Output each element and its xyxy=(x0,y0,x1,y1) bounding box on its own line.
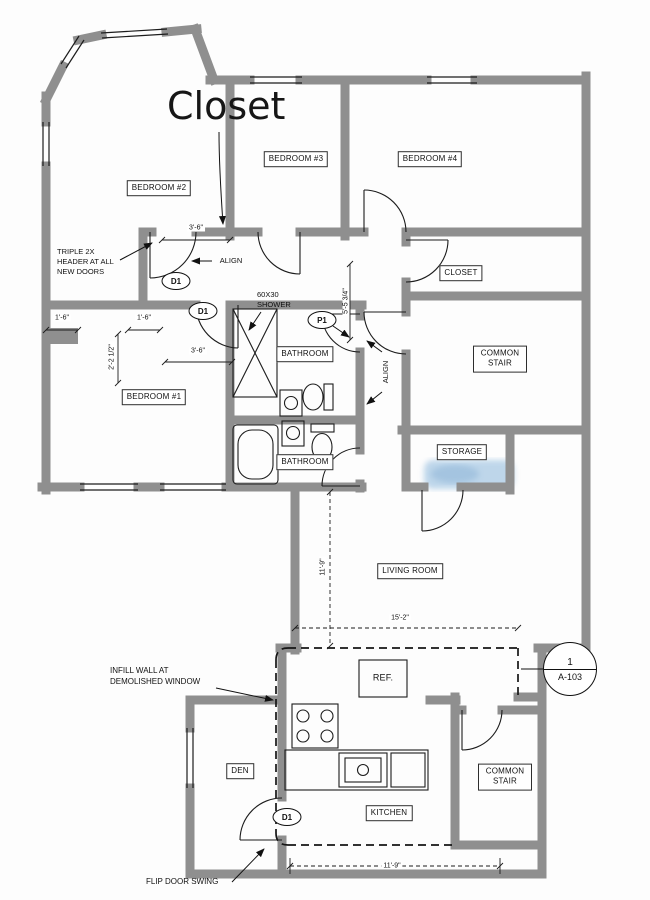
dimension-wall-left: 2'-2 1/2" xyxy=(108,342,116,372)
plumbing-tag-p1: P1 xyxy=(307,311,337,329)
kitchen-sink-fixture xyxy=(338,752,388,788)
dimension-lines xyxy=(42,236,522,874)
door-common-stair-upper xyxy=(363,311,407,355)
room-label-living-room: LIVING ROOM xyxy=(377,563,443,579)
room-label-closet: CLOSET xyxy=(439,265,483,281)
highlighter-smudge xyxy=(424,460,514,489)
room-label-storage: STORAGE xyxy=(436,444,488,460)
detail-callout: 1 A-103 xyxy=(543,642,597,696)
door-tag-d1-bedroom2: D1 xyxy=(161,272,191,290)
dimension-jamb-mid: 1'-6" xyxy=(135,314,153,322)
dimension-corridor: 5'-5 3/4" xyxy=(342,286,350,316)
windows-layer xyxy=(42,28,477,788)
room-label-common-stair-upper: COMMON STAIR xyxy=(473,345,527,373)
room-label-bathroom-lower: BATHROOM xyxy=(276,454,334,470)
room-label-bedroom1: BEDROOM #1 xyxy=(121,389,187,405)
closet-annotation: Closet xyxy=(167,84,286,128)
room-label-den: DEN xyxy=(226,763,254,779)
refrigerator-outline xyxy=(358,659,408,698)
toilet-upper-fixture xyxy=(302,383,334,411)
kitchen-counter xyxy=(284,749,429,791)
shower-fixture xyxy=(232,308,278,398)
callout-divider xyxy=(544,668,596,670)
fixtures-layer xyxy=(232,308,429,791)
dimension-living-depth: 11'-9" xyxy=(319,556,327,578)
door-tag-d1-bedroom1: D1 xyxy=(188,302,218,320)
room-label-bathroom-upper: BATHROOM xyxy=(276,346,334,362)
walls-layer xyxy=(37,23,591,879)
dishwasher-fixture xyxy=(390,752,426,788)
door-kitchen xyxy=(239,797,283,841)
room-label-bedroom3: BEDROOM #3 xyxy=(263,151,329,167)
dimension-jamb-left: 1'-6" xyxy=(53,314,71,322)
flip-door-swing-note: FLIP DOOR SWING xyxy=(146,877,219,886)
demolition-dashed-boundary xyxy=(275,647,519,846)
dimension-living-width: 15'-2" xyxy=(389,614,411,622)
align-note-top: ALIGN xyxy=(219,255,243,265)
room-label-bedroom2: BEDROOM #2 xyxy=(126,180,192,196)
sink-upper-fixture xyxy=(279,389,303,417)
door-bedroom3 xyxy=(257,231,301,275)
shower-size-note: 60X30 SHOWER xyxy=(257,290,291,310)
dimension-door-top: 3'-6" xyxy=(187,224,205,232)
door-closet xyxy=(405,239,449,283)
sink-lower-fixture xyxy=(281,420,305,447)
align-note-side: ALIGN xyxy=(380,360,390,384)
dimension-kitchen-width: 11'-9" xyxy=(381,862,403,870)
stove-fixture xyxy=(291,703,339,749)
bathtub-fixture xyxy=(232,424,279,485)
callout-number: 1 xyxy=(567,656,573,668)
door-common-stair-lower xyxy=(461,709,503,751)
callout-sheet: A-103 xyxy=(557,671,583,682)
door-bedroom4 xyxy=(363,189,407,233)
doors-layer xyxy=(149,189,503,841)
room-label-common-stair-lower: COMMON STAIR xyxy=(478,763,532,791)
door-tag-d1-kitchen: D1 xyxy=(272,808,302,826)
fridge-label: REF. xyxy=(372,672,394,683)
infill-wall-note: INFILL WALL AT DEMOLISHED WINDOW xyxy=(110,666,201,686)
door-storage-living xyxy=(421,489,464,532)
room-label-kitchen: KITCHEN xyxy=(365,805,413,821)
leader-lines xyxy=(119,131,544,883)
triple-header-note: TRIPLE 2X HEADER AT ALL NEW DOORS xyxy=(57,247,114,277)
dimension-door-mid: 3'-6" xyxy=(189,347,207,355)
room-label-bedroom4: BEDROOM #4 xyxy=(397,151,463,167)
